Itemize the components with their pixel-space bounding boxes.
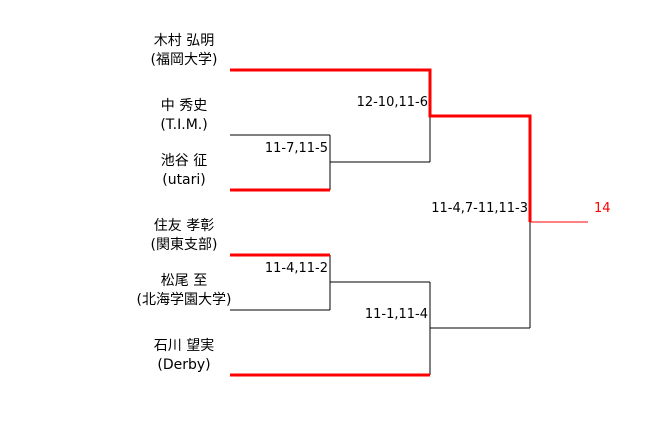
player-entry-ishikawa: 石川 望実 (Derby) [99,337,269,375]
player-affiliation: (福岡大学) [150,52,218,68]
player-name: 石川 望実 [153,338,215,354]
player-name: 池谷 征 [160,153,208,169]
match-score-round1-top: 11-7,11-5 [264,141,328,156]
player-entry-matsuo: 松尾 至 (北海学園大学) [99,272,269,310]
player-affiliation: (関東支部) [150,237,218,253]
player-affiliation: (Derby) [157,357,211,373]
player-affiliation: (北海学園大学) [136,292,232,308]
player-name: 松尾 至 [160,273,208,289]
match-score-round1-bottom: 11-4,11-2 [264,261,328,276]
player-name: 住友 孝彰 [153,218,215,234]
player-entry-kimura: 木村 弘明 (福岡大学) [99,32,269,70]
match-score-final: 11-4,7-11,11-3 [431,201,528,216]
player-entry-naka: 中 秀史 (T.I.M.) [99,97,269,135]
player-affiliation: (T.I.M.) [160,117,208,133]
player-affiliation: (utari) [162,172,206,188]
match-score-semi-bottom: 11-1,11-4 [364,307,428,322]
champion-mark: 14 [594,201,611,216]
player-entry-ikegaya: 池谷 征 (utari) [99,152,269,190]
player-name: 木村 弘明 [153,33,215,49]
player-entry-sumitomo: 住友 孝彰 (関東支部) [99,217,269,255]
player-name: 中 秀史 [160,98,208,114]
champion-path-kimura [230,68,532,222]
match-score-semi-top: 12-10,11-6 [356,95,428,110]
